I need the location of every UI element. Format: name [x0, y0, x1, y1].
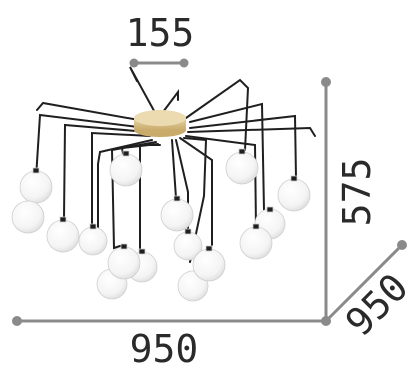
globe: [19, 167, 53, 204]
globe: [192, 245, 226, 282]
width-label: 950: [130, 327, 199, 367]
depth-dimension: 950: [324, 240, 414, 345]
globe: [78, 223, 108, 256]
globe: [109, 150, 143, 187]
canopy-dimension: 155: [126, 11, 195, 68]
height-dimension: 575: [321, 77, 379, 321]
width-dimension: 950: [12, 316, 331, 367]
height-dimension-endpoint-top: [321, 77, 331, 87]
chandelier-arms: [35, 66, 316, 263]
globe: [107, 243, 141, 280]
canopy-diameter-label: 155: [126, 11, 195, 55]
depth-label: 950: [337, 265, 414, 345]
ceiling-canopy: [134, 110, 186, 137]
width-dimension-endpoint-left: [12, 316, 22, 326]
canopy-dimension-endpoint-left: [129, 58, 139, 68]
globe: [173, 228, 203, 261]
globe: [277, 175, 311, 212]
globe: [225, 148, 259, 185]
chandelier-illustration: [11, 66, 316, 302]
depth-dimension-endpoint: [397, 240, 407, 250]
height-label: 575: [335, 158, 379, 227]
globe: [160, 195, 194, 232]
globe: [11, 200, 45, 234]
globe: [46, 216, 80, 253]
glass-globes: [11, 148, 311, 302]
canopy-dimension-endpoint-right: [179, 58, 189, 68]
depth-dimension-line: [324, 243, 404, 323]
globe: [239, 223, 273, 260]
